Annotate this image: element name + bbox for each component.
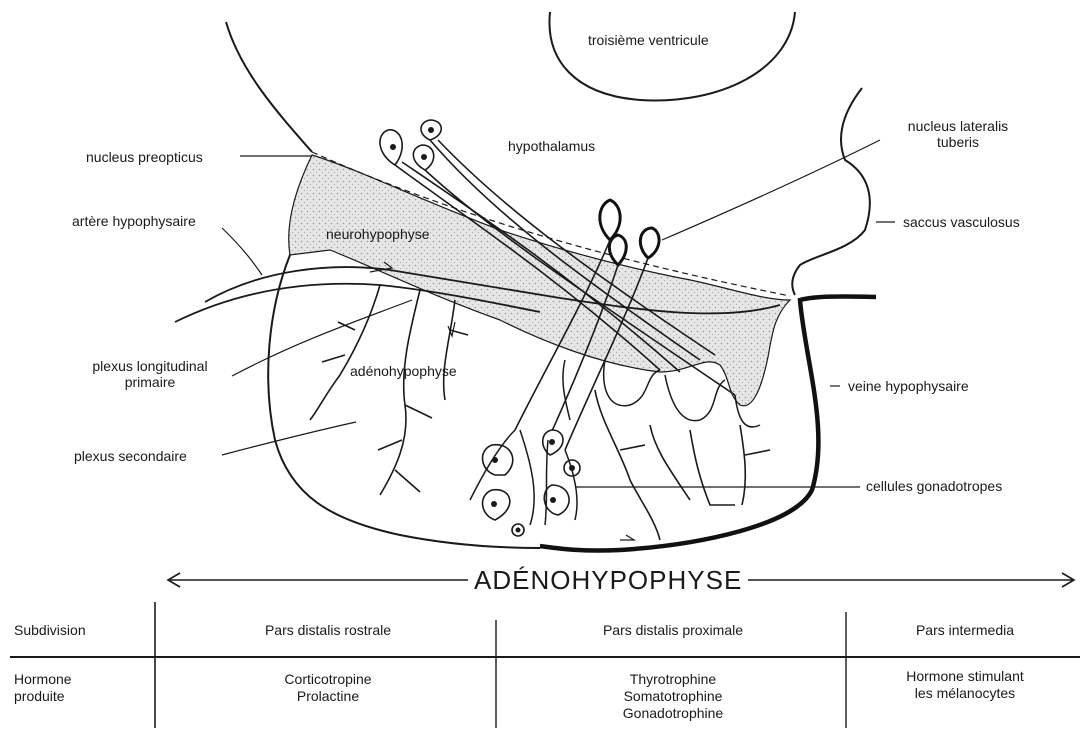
label-hypothalamus: hypothalamus	[508, 138, 595, 154]
label-nucleus-lateralis: nucleus lateralis	[888, 118, 1028, 134]
label-cellules-gonadotropes: cellules gonadotropes	[866, 478, 1002, 494]
brain-outline-right	[792, 88, 870, 295]
label-veine-hypophysaire: veine hypophysaire	[848, 378, 969, 394]
table-cell-corticotropine: Corticotropine	[160, 671, 496, 688]
table-cell-somatotrophine: Somatotrophine	[500, 688, 846, 705]
axis-title: ADÉNOHYPOPHYSE	[468, 565, 748, 596]
table-cell-prolactine: Prolactine	[160, 688, 496, 705]
label-nucleus-preopticus: nucleus preopticus	[86, 149, 203, 165]
table-row-label-hormone: Hormone	[14, 671, 72, 688]
table-row-label-subdivision: Subdivision	[14, 622, 86, 639]
table-header-col3: Pars intermedia	[850, 622, 1080, 639]
table-cell-melanocytes: les mélanocytes	[850, 685, 1080, 702]
label-saccus-vasculosus: saccus vasculosus	[903, 214, 1020, 230]
lateralis-neurons	[600, 200, 659, 265]
ventricle-outline	[549, 12, 795, 100]
label-tuberis: tuberis	[888, 134, 1028, 150]
table-cell-gonadotrophine: Gonadotrophine	[500, 705, 846, 722]
table-header-col2: Pars distalis proximale	[500, 622, 846, 639]
label-artere-hypophysaire: artère hypophysaire	[72, 213, 196, 229]
brain-outline-left	[226, 22, 312, 152]
label-plexus-secondaire: plexus secondaire	[74, 448, 187, 464]
label-adenohypophyse: adénohypophyse	[350, 363, 457, 379]
label-troisieme-ventricule: troisième ventricule	[588, 32, 709, 48]
table-cell-thyrotrophine: Thyrotrophine	[500, 671, 846, 688]
table-cell-hormone-stimulant: Hormone stimulant	[850, 668, 1080, 685]
label-neurohypophyse: neurohypophyse	[326, 226, 430, 242]
label-primaire: primaire	[60, 374, 240, 390]
label-plexus-longitudinal: plexus longitudinal	[60, 358, 240, 374]
table-header-col1: Pars distalis rostrale	[160, 622, 496, 639]
flow-arrow-3	[620, 535, 634, 540]
table-row-label-produite: produite	[14, 688, 65, 705]
